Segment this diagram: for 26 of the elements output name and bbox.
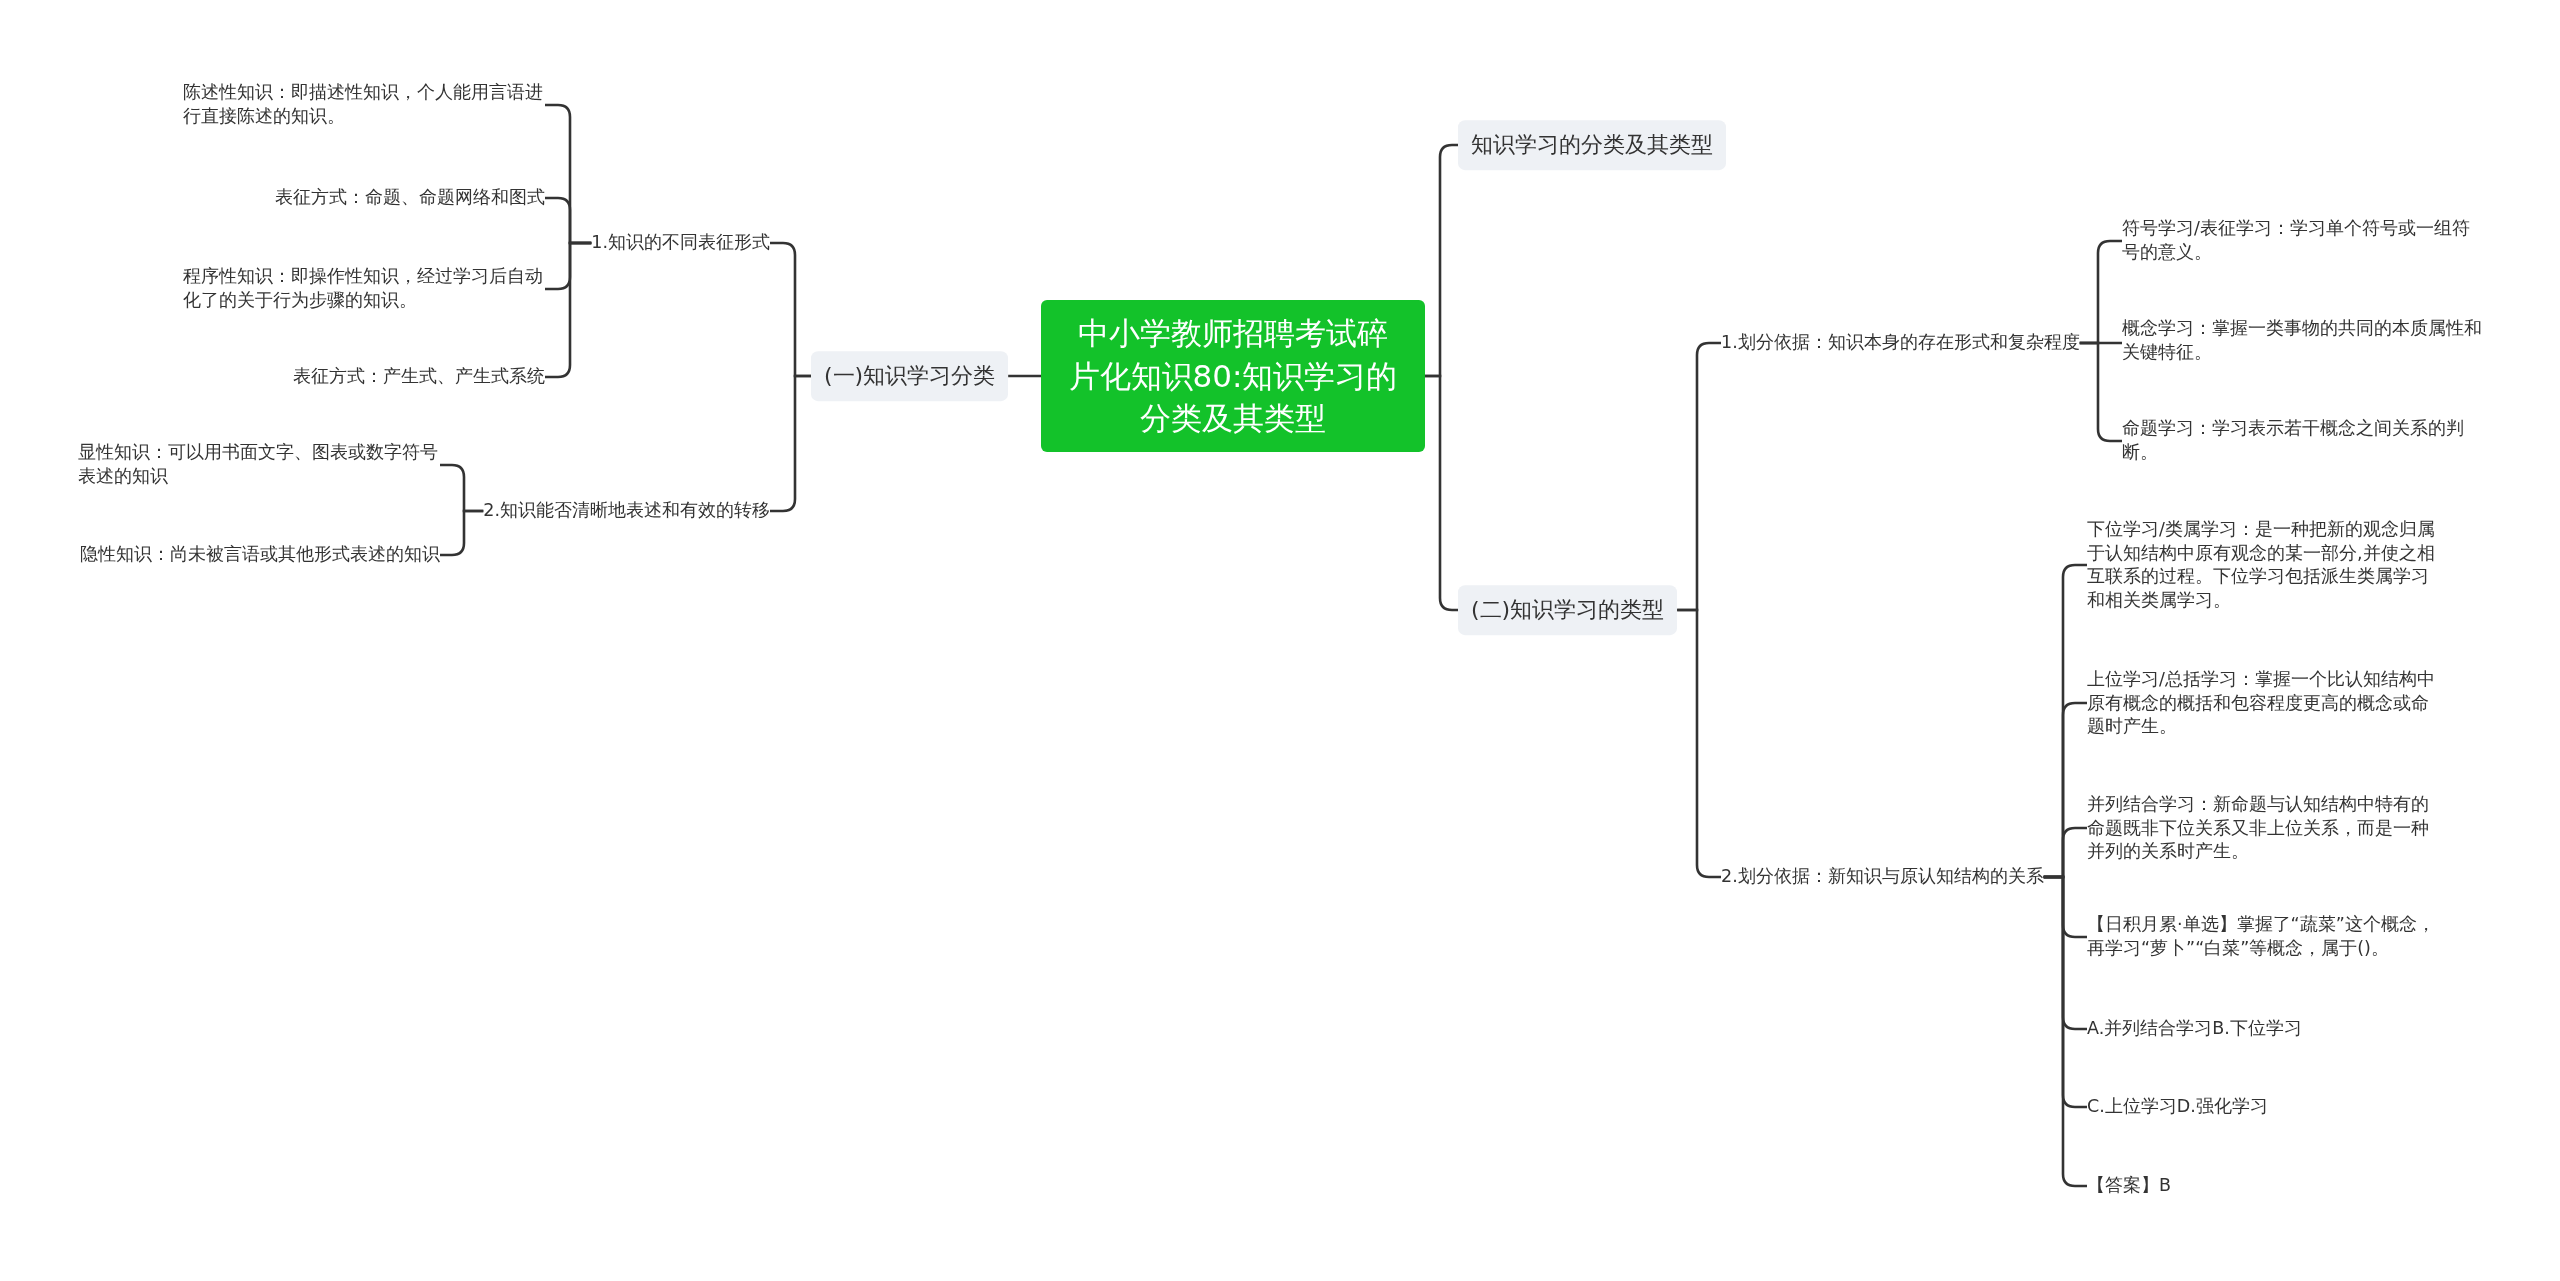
connector-line [440, 509, 484, 557]
topic-text: C.上位学习D.强化学习 [2087, 1093, 2268, 1121]
topic-text: 并列结合学习：新命题与认知结构中特有的命题既非下位关系又非上位关系，而是一种并列的关系时产生。 [2087, 790, 2445, 866]
topic-text: 下位学习/类属学习：是一种把新的观念归属于认知结构中原有观念的某一部分,并使之相互联系的过程。下位学习包括派生类属学习和相关类属学习。 [2087, 515, 2445, 615]
topic-box: (一)知识学习分类 [811, 351, 1009, 401]
topic-text: 1.知识的不同表征形式 [591, 229, 770, 257]
central-topic-box: 中小学教师招聘考试碎片化知识80:知识学习的分类及其类型 [1041, 300, 1425, 452]
topic-text: 2.知识能否清晰地表述和有效的转移 [483, 497, 770, 525]
topic-text: 表征方式：产生式、产生式系统 [293, 363, 545, 391]
topic-text: 上位学习/总括学习：掌握一个比认知结构中原有概念的概括和包容程度更高的概念或命题时产生。 [2087, 665, 2445, 741]
connector-line [1008, 374, 1041, 378]
topic-text: 符号学习/表征学习：学习单个符号或一组符号的意义。 [2122, 215, 2476, 267]
topic-text: 概念学习：掌握一类事物的共同的本质属性和关键特征。 [2122, 315, 2482, 367]
topic-text: 命题学习：学习表示若干概念之间关系的判断。 [2122, 415, 2482, 467]
topic-text: 程序性知识：即操作性知识，经过学习后自动化了的关于行为步骤的知识。 [183, 263, 545, 315]
topic-text: 1.划分依据：知识本身的存在形式和复杂程度 [1721, 329, 2080, 357]
topic-text: 显性知识：可以用书面文字、图表或数字符号表述的知识 [78, 439, 440, 491]
topic-box: (二)知识学习的类型 [1458, 585, 1678, 635]
topic-text: 【日积月累·单选】掌握了“蔬菜”这个概念，再学习“萝卜”“白菜”等概念，属于()。 [2087, 911, 2435, 963]
topic-text: 隐性知识：尚未被言语或其他形式表述的知识 [80, 541, 440, 569]
topic-text: 2.划分依据：新知识与原认知结构的关系 [1721, 863, 2044, 891]
topic-text: 表征方式：命题、命题网络和图式 [275, 184, 545, 212]
topic-text: 【答案】B [2087, 1172, 2171, 1200]
topic-text: A.并列结合学习B.下位学习 [2087, 1015, 2302, 1043]
topic-text: 陈述性知识：即描述性知识，个人能用言语进行直接陈述的知识。 [183, 79, 545, 131]
topic-box: 知识学习的分类及其类型 [1458, 120, 1726, 170]
